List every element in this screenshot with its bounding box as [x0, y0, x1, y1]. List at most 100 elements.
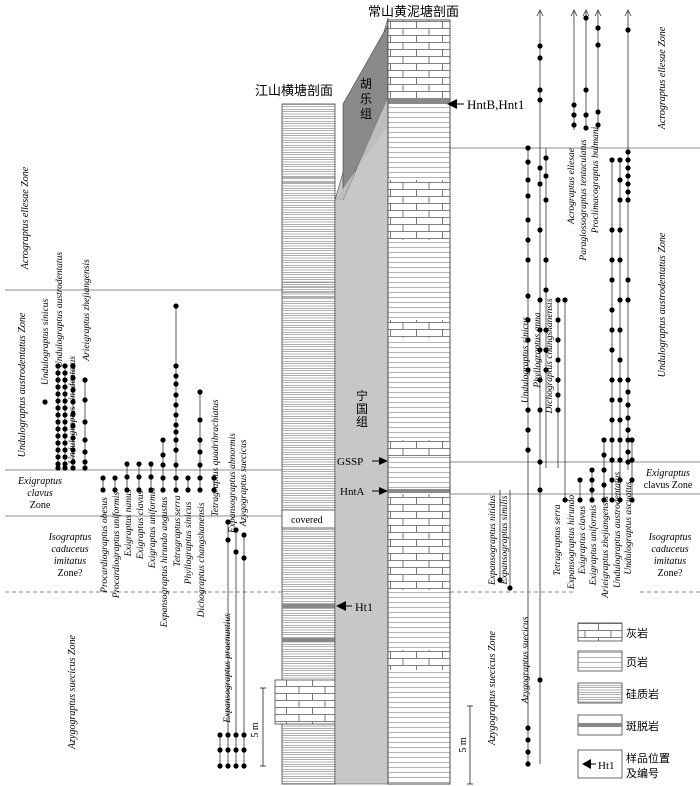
- sample-dot: [537, 227, 543, 233]
- sample-dot: [82, 459, 88, 465]
- sample-dot: [543, 197, 549, 203]
- sample-dot: [555, 317, 561, 323]
- left-species-label: Procardiograptus obesus: [100, 497, 110, 594]
- right-zone-iso-3: imitatus: [654, 556, 686, 567]
- sample-dot: [525, 193, 531, 199]
- right-zone-labels: Acrograptus ellesae Zone Undulograptus a…: [487, 26, 693, 746]
- right-species-label: Undulograptus ascuatus: [624, 481, 634, 574]
- sample-dot: [625, 181, 631, 187]
- sample-dot: [55, 433, 61, 439]
- sample-dot: [609, 497, 615, 503]
- scale-bar-left: [260, 687, 266, 767]
- sample-dot: [173, 402, 179, 408]
- sample-dot: [112, 487, 118, 493]
- sample-dot: [185, 487, 191, 493]
- sample-dot: [173, 447, 179, 453]
- sample-dot: [537, 97, 543, 103]
- sample-dot: [55, 398, 61, 404]
- correlation-band: [334, 17, 389, 785]
- sample-dot: [225, 537, 231, 543]
- sample-dot: [562, 297, 568, 303]
- sample-dot: [70, 435, 76, 441]
- right-species-label: Expansograptus nitidus: [488, 495, 498, 586]
- sample-dot: [70, 465, 76, 471]
- sample-dot: [241, 763, 247, 769]
- sample-dot: [160, 487, 166, 493]
- range-arrow: [570, 9, 578, 17]
- right-species-labels: Acrograptus ellesae Paraglossograptus te…: [488, 126, 634, 704]
- sample-dot: [197, 462, 203, 468]
- sample-dot: [609, 277, 615, 283]
- sample-dot: [211, 487, 217, 493]
- sample-dot: [136, 461, 142, 467]
- left-zone-iso-2: caduceus: [51, 544, 88, 555]
- left-zone-iso-1: Isograptus: [48, 532, 92, 543]
- sample-dot: [82, 377, 88, 383]
- sample-dot: [525, 145, 531, 151]
- sample-dot: [62, 377, 68, 383]
- hnta-label: HntA: [340, 486, 365, 498]
- sample-dot: [525, 337, 531, 343]
- left-zone-azygo: Azygograptus suecicus Zone: [67, 635, 78, 750]
- left-species-label: Dichograptus changshanensis: [197, 502, 207, 618]
- right-species-label: Tetragraptus serra: [553, 504, 563, 575]
- sample-dot: [62, 363, 68, 369]
- left-species-label: Undulograptus austrodentatus: [55, 252, 65, 368]
- left-species-labels: Undulograptus sinicus Undulograptus aust…: [41, 252, 249, 724]
- right-species-label: Phyllograptus anna: [533, 312, 543, 388]
- sample-dot: [525, 725, 531, 731]
- sample-dot: [124, 474, 130, 480]
- sample-dot: [617, 437, 623, 443]
- sample-dot: [543, 287, 549, 293]
- sample-dot: [241, 747, 247, 753]
- sample-dot: [160, 462, 166, 468]
- left-species-label: Expansograptus praenuntius: [223, 613, 233, 724]
- legend-item-siliceous: 硅质岩: [577, 682, 659, 704]
- left-species-label: Exigraptus clavus: [136, 491, 146, 561]
- sample-dot: [62, 391, 68, 397]
- sample-dot: [217, 763, 223, 769]
- sample-dot: [543, 327, 549, 333]
- left-species-label: Expansograptus abnormis: [228, 433, 238, 534]
- sample-dot: [537, 297, 543, 303]
- scale-label-left: 5 m: [250, 722, 261, 738]
- sample-dot: [601, 467, 607, 473]
- sample-dot: [609, 477, 615, 483]
- sample-dot: [62, 433, 68, 439]
- sample-dot: [629, 477, 635, 483]
- left-zone-ellesae: Acrograptus ellesae Zone: [20, 166, 31, 270]
- sample-dot: [507, 585, 513, 591]
- legend-label-shale: 页岩: [626, 655, 648, 669]
- sample-dot: [55, 419, 61, 425]
- sample-dot: [617, 357, 623, 363]
- right-species-label: Undulograptus austrodentatus: [613, 472, 623, 588]
- sample-dot: [211, 475, 217, 481]
- hule-char-2: 乐: [360, 92, 372, 106]
- left-species-label: Expansograptus hirundo angustus: [160, 497, 170, 629]
- legend-label-sample: 样品位置: [626, 751, 670, 765]
- sample-dot: [62, 461, 68, 467]
- hule-char-3: 组: [360, 107, 372, 121]
- sample-dot: [577, 477, 583, 483]
- range-arrow: [624, 9, 632, 17]
- left-species-label: Arieigraptus zhejiangensis: [82, 259, 92, 362]
- sample-dot: [525, 257, 531, 263]
- sample-dot: [124, 487, 130, 493]
- sample-dot: [197, 389, 203, 395]
- sample-dot: [62, 412, 68, 418]
- sample-dot: [197, 449, 203, 455]
- sample-dot: [525, 317, 531, 323]
- sample-dot: [595, 122, 601, 128]
- right-species-label: Exigraptus uniformis: [588, 504, 599, 586]
- changshan-column: [387, 19, 451, 785]
- taxon-ranges: [42, 9, 635, 769]
- sample-dot: [233, 763, 239, 769]
- sample-dot: [617, 377, 623, 383]
- left-zone-exig-3: Zone: [30, 500, 51, 511]
- sample-dot: [571, 122, 577, 128]
- sample-dot: [42, 399, 48, 405]
- sample-dot: [70, 447, 76, 453]
- sample-dot: [525, 293, 531, 299]
- sample-dot: [225, 747, 231, 753]
- right-zone-ellesae: Acrograptus ellesae Zone: [657, 26, 668, 130]
